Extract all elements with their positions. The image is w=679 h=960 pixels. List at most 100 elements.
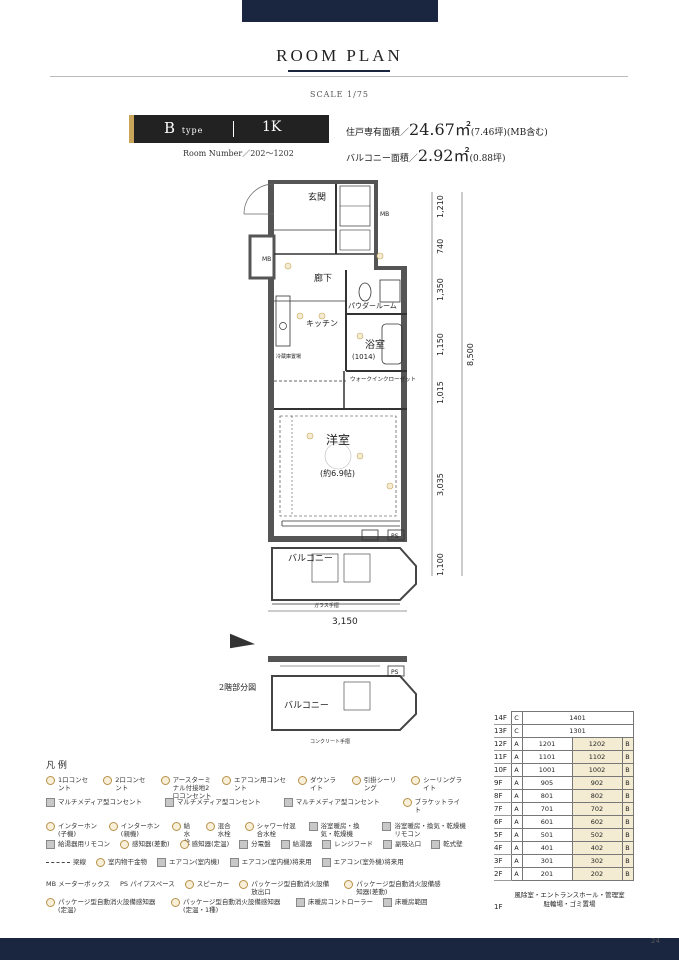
legend-item: PS パイプスペース	[119, 880, 175, 888]
legend-item: 感知器(差動)	[120, 840, 170, 849]
floor-room: 302	[571, 854, 623, 868]
floor-type: A	[510, 802, 523, 816]
legend-row-3: インターホン(子機) インターホン(親機) 給水栓 混合水栓 シャワー付混合水栓…	[46, 822, 476, 846]
floor-room: 1201	[521, 737, 573, 751]
floor-type: B	[621, 789, 634, 803]
plan-label-ps: PS	[391, 533, 399, 540]
floor-room: 1301	[521, 724, 634, 738]
floor-type: A	[510, 828, 523, 842]
floor-type: A	[510, 763, 523, 777]
floor-label: 4F	[494, 841, 511, 855]
floor-type: A	[510, 867, 523, 881]
legend-item: アースターミナル付接地2口コンセント	[160, 776, 212, 800]
floor-room: 401	[521, 841, 573, 855]
legend-item: パッケージ型自動消火設備放出口	[239, 880, 334, 896]
floor-type: B	[621, 841, 634, 855]
legend-item: 室内物干金物	[96, 858, 147, 867]
legend-row-1: 1口コンセント 2口コンセント アースターミナル付接地2口コンセント エアコン用…	[46, 776, 476, 800]
floor-room: 1202	[571, 737, 623, 751]
legend-item: 感知器(定温)	[179, 840, 229, 849]
floor-room: 601	[521, 815, 573, 829]
plan-label-mb-box: MB	[262, 256, 271, 263]
type-name: B type	[164, 119, 204, 137]
legend-row-2: マルチメディア型コンセント マルチメディア型コンセント マルチメディア型コンセン…	[46, 798, 476, 814]
legend-title: 凡 例	[46, 761, 67, 771]
floor-type: B	[621, 867, 634, 881]
plan-width-dim: 3,150	[332, 617, 358, 627]
page-number: 24	[651, 937, 660, 945]
plan-label-kitchen: キッチン	[306, 319, 338, 328]
floor-label: 3F	[494, 854, 511, 868]
plan-label-walkin: ウォークインクローゼット	[350, 375, 416, 383]
legend-item: 副吸込口	[383, 840, 421, 849]
floor-type: B	[621, 802, 634, 816]
floor-plan: 玄関 MB 廊下 キッチン パウダールーム 浴室 (1014) 冷蔵庫置場 ウォ…	[229, 180, 475, 745]
legend-row-6: MB メーターボックス PS パイプスペース スピーカー パッケージ型自動消火設…	[46, 880, 454, 896]
legend-item: 床暖房コントローラー	[296, 898, 373, 914]
legend-item: マルチメディア型コンセント	[46, 798, 155, 814]
floor-type: A	[510, 854, 523, 868]
plan-label-bath: 浴室	[365, 338, 385, 351]
scale-label: SCALE 1/75	[309, 90, 370, 99]
floor-type: B	[621, 815, 634, 829]
layout-type: 1K	[262, 119, 282, 135]
floor-type: A	[510, 789, 523, 803]
plan-label-fridge: 冷蔵庫置場	[276, 353, 301, 360]
floor-label: 12F	[494, 737, 511, 751]
floor-type: B	[621, 750, 634, 764]
area-info: 住戸専有面積／24.67㎡(7.46坪)(MB含む) バルコニー面積／2.92㎡…	[346, 116, 548, 166]
legend-item: エアコン(室内機)将来用	[229, 858, 312, 867]
legend-item: マルチメディア型コンセント	[283, 798, 393, 814]
floor-label: 8F	[494, 789, 511, 803]
floor-label: 11F	[494, 750, 511, 764]
floor-type: B	[621, 763, 634, 777]
page-title: ROOM PLAN	[276, 46, 403, 65]
legend-item: スピーカー	[184, 880, 229, 896]
floor-room: 902	[571, 776, 623, 790]
floor-room: 701	[521, 802, 573, 816]
floor-type: B	[621, 776, 634, 790]
floor-room: 702	[571, 802, 623, 816]
plan-label-powder-room: パウダールーム	[348, 301, 397, 310]
legend-item: パッケージ型自動消火設備感知器(差動)	[344, 880, 444, 896]
section-2f-label: 2階部分図	[219, 683, 257, 692]
floor-label: 2F	[494, 867, 511, 881]
legend-item: ブラケットライト	[402, 798, 466, 814]
floor-label: 5F	[494, 828, 511, 842]
floor-label: 7F	[494, 802, 511, 816]
legend-item: 乾式壁	[431, 840, 463, 849]
legend-item: 分電盤	[239, 840, 271, 849]
floor-room: 1001	[521, 763, 573, 777]
plan-label-mb: MB	[380, 211, 389, 218]
plan-label-western-room: 洋室	[326, 432, 350, 447]
floor-label: 10F	[494, 763, 511, 777]
floor-type: A	[510, 776, 523, 790]
legend-item: マルチメディア型コンセント	[164, 798, 274, 814]
floor-room: 905	[521, 776, 573, 790]
bottom-bar	[0, 938, 679, 960]
legend-item: 梁線	[46, 858, 86, 867]
floor-type: A	[510, 841, 523, 855]
legend-item: 床暖房範囲	[383, 898, 428, 914]
title-underline	[288, 70, 390, 72]
floor-label: 9F	[494, 776, 511, 790]
dim-1: 1,210	[436, 195, 445, 218]
legend-item: 給湯器用リモコン	[46, 840, 110, 849]
legend-row-5: 梁線 室内物干金物 エアコン(室内機) エアコン(室内機)将来用 エアコン(室外…	[46, 858, 414, 867]
type-accent	[129, 115, 134, 143]
legend-item: インターホン(親機)	[108, 822, 162, 846]
floor-label: 6F	[494, 815, 511, 829]
dim-4: 1,150	[436, 333, 445, 356]
legend-item: シーリングライト	[411, 776, 466, 800]
floor-label: 13F	[494, 724, 511, 738]
dim-2: 740	[436, 239, 445, 254]
dim-total: 8,500	[466, 343, 475, 366]
